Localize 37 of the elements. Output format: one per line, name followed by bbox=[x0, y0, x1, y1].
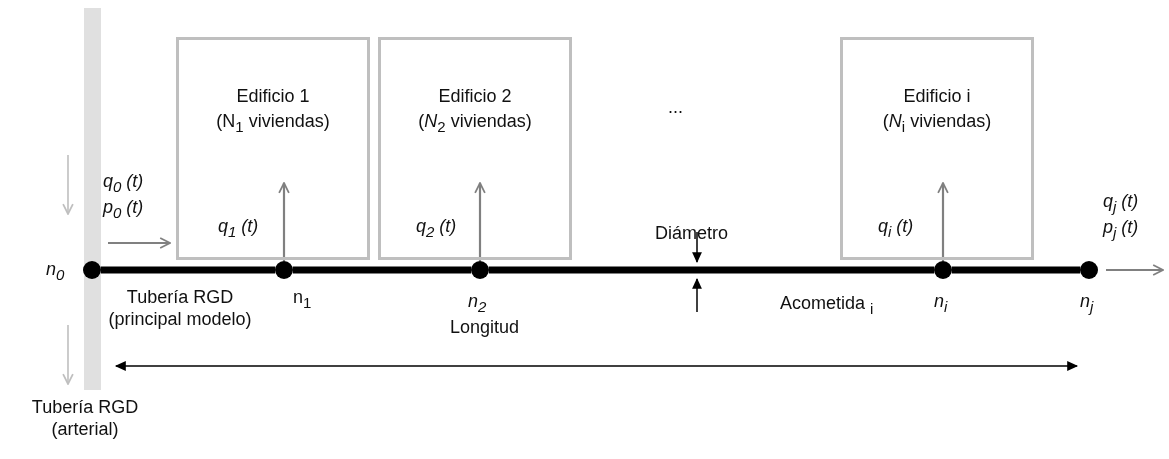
dimension-label: Diámetro bbox=[655, 222, 729, 244]
pressure-label: p$_{0}$ (t) bbox=[103, 196, 144, 223]
node-label: n$_{j}$ bbox=[1080, 290, 1094, 317]
building-box bbox=[840, 37, 1034, 260]
arrow bbox=[474, 182, 486, 261]
node-label: n$_{0}$ bbox=[46, 258, 65, 285]
junction-dot bbox=[275, 261, 293, 279]
building-box bbox=[378, 37, 572, 260]
building-label: Edificio i (N$_{i}$ viviendas) bbox=[881, 85, 993, 137]
flow-label: q$_{j}$ (t) bbox=[1103, 190, 1139, 217]
arrow bbox=[278, 182, 290, 261]
edge-label: q$_{1}$ (t) bbox=[218, 215, 259, 242]
building-label: Edificio 2 (N$_{2}$ viviendas) bbox=[417, 85, 533, 137]
junction-dot bbox=[934, 261, 952, 279]
pressure-label: p$_{j}$ (t) bbox=[1103, 216, 1139, 243]
junction-dot bbox=[471, 261, 489, 279]
pipe-label: Tubería RGD (arterial) bbox=[30, 396, 140, 440]
edge-label: q$_{2}$ (t) bbox=[416, 215, 457, 242]
arrow bbox=[1106, 264, 1164, 276]
edge-label: q$_{i}$ (t) bbox=[878, 215, 914, 242]
pipe-label: Tubería RGD (principal modelo) bbox=[107, 286, 253, 330]
arrow bbox=[937, 182, 949, 261]
node-label: n$_{i}$ bbox=[934, 290, 948, 317]
pipe-line bbox=[489, 266, 934, 274]
node-label: n$_{2}$ bbox=[468, 290, 487, 317]
arrow bbox=[108, 237, 171, 249]
building-label: Edificio 1 (N$_{1}$ viviendas) bbox=[215, 85, 331, 137]
flow-label: q$_{0}$ (t) bbox=[103, 170, 144, 197]
junction-dot bbox=[1080, 261, 1098, 279]
pipe-line bbox=[101, 266, 275, 274]
connection-label: Acometida $_{i}$ bbox=[780, 292, 874, 319]
building-box bbox=[176, 37, 370, 260]
pipe-line bbox=[293, 266, 471, 274]
ellipsis: ... bbox=[668, 96, 683, 118]
node-label: n$_{1}$ bbox=[293, 286, 312, 313]
dimension-label: Longitud bbox=[450, 316, 520, 338]
pipe-line bbox=[952, 266, 1080, 274]
